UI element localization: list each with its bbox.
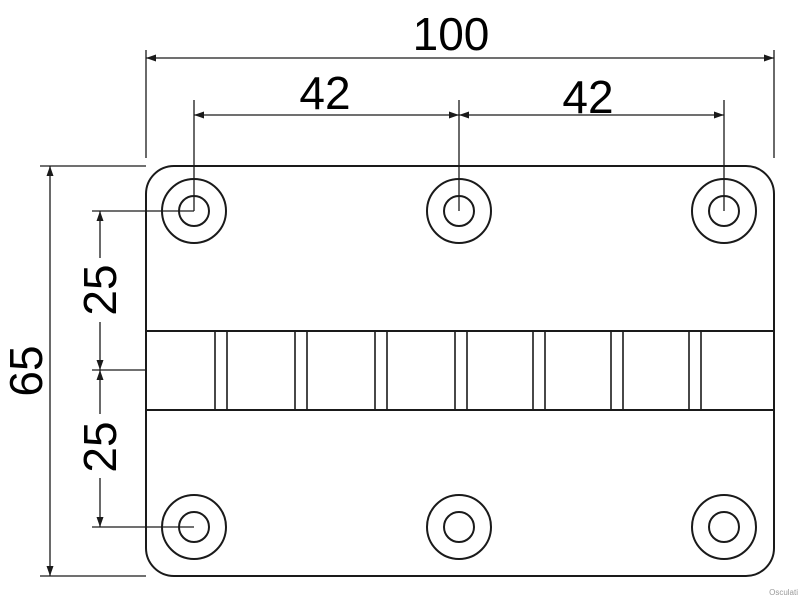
- screw-hole-bottom-center: [426, 494, 492, 560]
- dimension-hole-spacing: 42 42: [193, 67, 725, 211]
- watermark: Osculati: [769, 588, 798, 597]
- dimension-label-25-top: 25: [74, 264, 126, 315]
- dimension-overall-width: 100: [145, 8, 775, 158]
- hinge-plate-outline: [145, 165, 775, 577]
- dimension-label-65: 65: [0, 345, 52, 396]
- dimension-label-42-right: 42: [562, 71, 613, 123]
- dimension-hole-offsets: 25 25: [72, 210, 194, 528]
- knuckle-divisions: [214, 331, 702, 410]
- dimension-overall-height: 65: [0, 165, 146, 577]
- dimension-label-25-bottom: 25: [74, 421, 126, 472]
- screw-hole-bottom-right: [691, 494, 757, 560]
- dimension-label-100: 100: [413, 8, 490, 60]
- dimension-label-42-left: 42: [299, 67, 350, 119]
